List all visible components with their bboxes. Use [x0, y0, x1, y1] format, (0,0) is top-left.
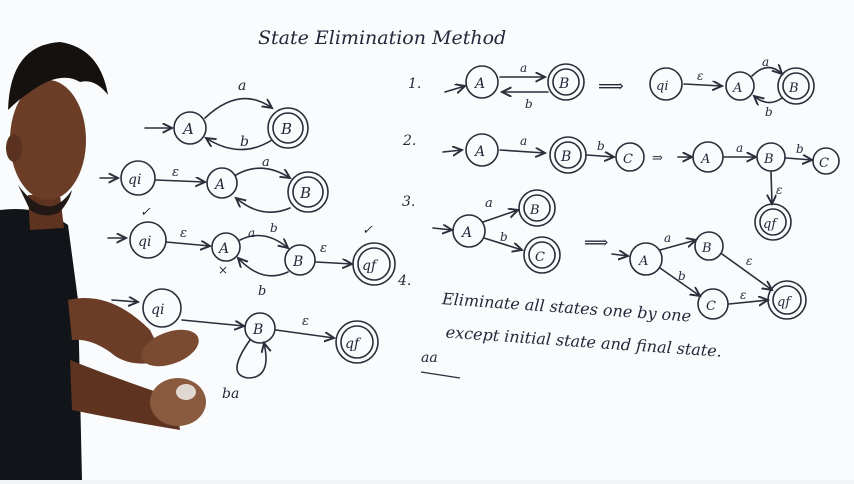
- step-1: 1. A B a b ⟹ qi ε A B a b: [408, 55, 815, 119]
- presenter-hair: [8, 42, 108, 110]
- svg-text:b: b: [678, 269, 686, 283]
- svg-text:B: B: [788, 81, 799, 96]
- rule-line-2: except initial state and final state.: [445, 323, 722, 361]
- svg-text:✓: ✓: [362, 223, 373, 238]
- svg-text:b: b: [258, 284, 266, 299]
- presenter-hand-left: [150, 378, 206, 426]
- left-diagram-3: ✓ qi ε A × B a b b ε qf ✓: [107, 205, 396, 299]
- svg-text:ε: ε: [776, 183, 782, 197]
- svg-text:b: b: [796, 142, 804, 156]
- svg-text:A: A: [460, 225, 472, 241]
- svg-text:B: B: [763, 152, 774, 167]
- presenter-hand-right: [141, 329, 199, 367]
- left-diagram-4: qi B ba ε qf: [111, 288, 379, 402]
- svg-text:b: b: [240, 134, 249, 150]
- svg-text:qi: qi: [128, 172, 141, 188]
- svg-text:b: b: [597, 139, 605, 153]
- svg-text:ε: ε: [320, 241, 327, 256]
- svg-text:b: b: [525, 97, 533, 111]
- svg-text:qi: qi: [656, 79, 668, 94]
- svg-text:b: b: [500, 230, 508, 244]
- svg-text:a: a: [485, 196, 493, 211]
- svg-text:A: A: [473, 76, 485, 92]
- step-2: 2. A a B b C ⇒ A a B b C ε qf: [402, 133, 840, 241]
- svg-text:a: a: [238, 78, 246, 94]
- svg-text:ba: ba: [222, 386, 239, 402]
- svg-text:1.: 1.: [408, 76, 421, 92]
- svg-text:A: A: [732, 81, 742, 96]
- step-3: 3. A a B b C ⟹ A a B ε b C ε qf: [402, 189, 807, 320]
- board-title: State Elimination Method: [258, 27, 506, 49]
- svg-text:a: a: [762, 55, 769, 69]
- svg-text:a: a: [664, 231, 671, 245]
- svg-text:ε: ε: [740, 288, 746, 302]
- presenter-shirt: [0, 209, 82, 480]
- left-diagram-2: qi ε A B a: [99, 155, 329, 214]
- svg-text:3.: 3.: [402, 194, 415, 210]
- svg-text:B: B: [299, 184, 311, 202]
- svg-text:ε: ε: [302, 314, 309, 329]
- svg-text:ε: ε: [172, 165, 179, 180]
- step-4-number: 4.: [397, 273, 411, 289]
- svg-text:×: ×: [218, 263, 228, 277]
- svg-text:B: B: [701, 241, 712, 256]
- svg-text:qf: qf: [345, 336, 362, 352]
- svg-text:ε: ε: [746, 254, 752, 268]
- svg-text:ε: ε: [180, 226, 187, 241]
- svg-text:C: C: [819, 156, 829, 171]
- svg-text:A: A: [181, 120, 194, 138]
- svg-text:⟹: ⟹: [598, 76, 624, 97]
- svg-text:qi: qi: [138, 234, 151, 250]
- svg-text:A: A: [700, 152, 710, 167]
- rule-line-1: Eliminate all states one by one: [440, 289, 691, 325]
- svg-text:qf: qf: [763, 217, 778, 232]
- svg-text:✓: ✓: [140, 205, 151, 220]
- svg-text:b: b: [270, 221, 278, 235]
- svg-text:C: C: [706, 299, 716, 314]
- svg-text:a: a: [736, 141, 743, 155]
- svg-text:2.: 2.: [402, 133, 416, 149]
- svg-text:B: B: [252, 322, 263, 338]
- presenter: [0, 42, 206, 480]
- svg-text:A: A: [213, 177, 225, 193]
- svg-text:ε: ε: [697, 69, 703, 83]
- svg-text:a: a: [520, 61, 527, 75]
- presenter-arm: [68, 298, 165, 364]
- svg-text:qi: qi: [151, 302, 164, 318]
- scratch-text: aa: [421, 350, 438, 366]
- presenter-head: [10, 80, 86, 200]
- left-diagram-1: A B a b: [144, 78, 309, 151]
- svg-text:a: a: [248, 226, 255, 240]
- svg-text:C: C: [623, 152, 633, 167]
- svg-text:a: a: [520, 134, 527, 148]
- svg-text:qf: qf: [362, 258, 379, 274]
- svg-text:C: C: [535, 250, 545, 265]
- svg-text:B: B: [529, 203, 540, 218]
- svg-text:⟹: ⟹: [584, 233, 608, 253]
- svg-text:A: A: [217, 241, 229, 257]
- svg-text:B: B: [280, 120, 292, 138]
- svg-text:A: A: [638, 254, 648, 269]
- svg-text:b: b: [765, 105, 773, 119]
- svg-text:B: B: [560, 149, 571, 165]
- svg-text:a: a: [262, 155, 270, 170]
- svg-text:B: B: [558, 76, 569, 92]
- svg-text:⇒: ⇒: [652, 151, 663, 166]
- svg-text:B: B: [292, 254, 303, 270]
- svg-text:qf: qf: [777, 295, 792, 310]
- svg-text:A: A: [473, 144, 485, 160]
